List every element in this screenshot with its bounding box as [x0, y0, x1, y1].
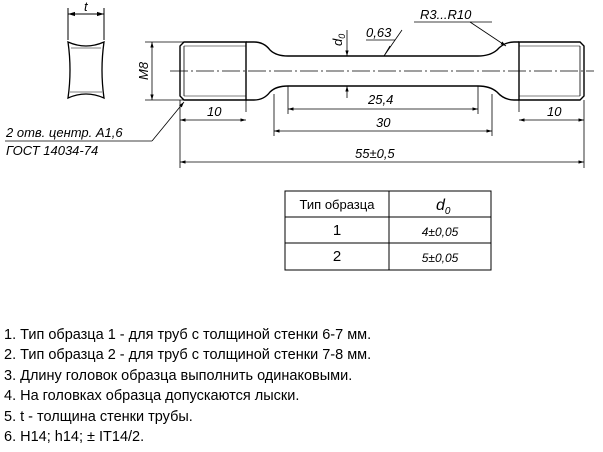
table-header-type: Тип образца [300, 197, 376, 212]
specimen-drawing: t M8 d0 0,63 [5, 0, 594, 271]
dim-25-4: 25,4 [367, 92, 393, 107]
center-hole-leader [5, 101, 185, 142]
specimen-table-grid [284, 190, 492, 271]
table-row-2-type: 2 [333, 248, 341, 265]
dim-10-lines [179, 100, 585, 168]
dim-t: t [84, 0, 89, 14]
note-item: 3. Длину головок образца выполнить одина… [4, 367, 353, 384]
dim-10-right: 10 [547, 104, 562, 119]
table-row-1-type: 1 [333, 222, 341, 239]
leader-note-line2: ГОСТ 14034-74 [6, 143, 98, 158]
dim-radius: R3...R10 [420, 7, 472, 22]
radius-leader [414, 21, 507, 47]
dim-m8-lines [145, 41, 184, 101]
note-item: 4. На головках образца допускаются лыски… [4, 388, 300, 405]
cross-section [67, 8, 105, 100]
dim-m8: M8 [136, 61, 151, 80]
table-header-d0: d0 [436, 197, 451, 217]
dim-30: 30 [376, 115, 391, 130]
dim-total: 55±0,5 [355, 146, 395, 161]
table-row-2-value: 5±0,05 [422, 251, 459, 265]
note-item: 6. H14; h14; ± IT14/2. [4, 429, 145, 446]
note-item: 1. Тип образца 1 - для труб с толщиной с… [4, 327, 372, 343]
note-item: 2. Тип образца 2 - для труб с толщиной с… [4, 347, 372, 364]
notes-list: 1. Тип образца 1 - для труб с толщиной с… [4, 325, 371, 447]
table-row-1-value: 4±0,05 [422, 225, 459, 239]
note-item: 5. t - толщина стенки трубы. [4, 408, 193, 425]
leader-note-line1: 2 отв. центр. А1,6 [5, 125, 123, 140]
dim-25-4-lines [287, 86, 479, 114]
dim-10-left: 10 [207, 104, 222, 119]
dim-30-lines [273, 94, 493, 136]
dim-d0: d0 [330, 34, 347, 46]
roughness-symbol [366, 29, 403, 57]
dim-roughness: 0,63 [366, 25, 392, 40]
